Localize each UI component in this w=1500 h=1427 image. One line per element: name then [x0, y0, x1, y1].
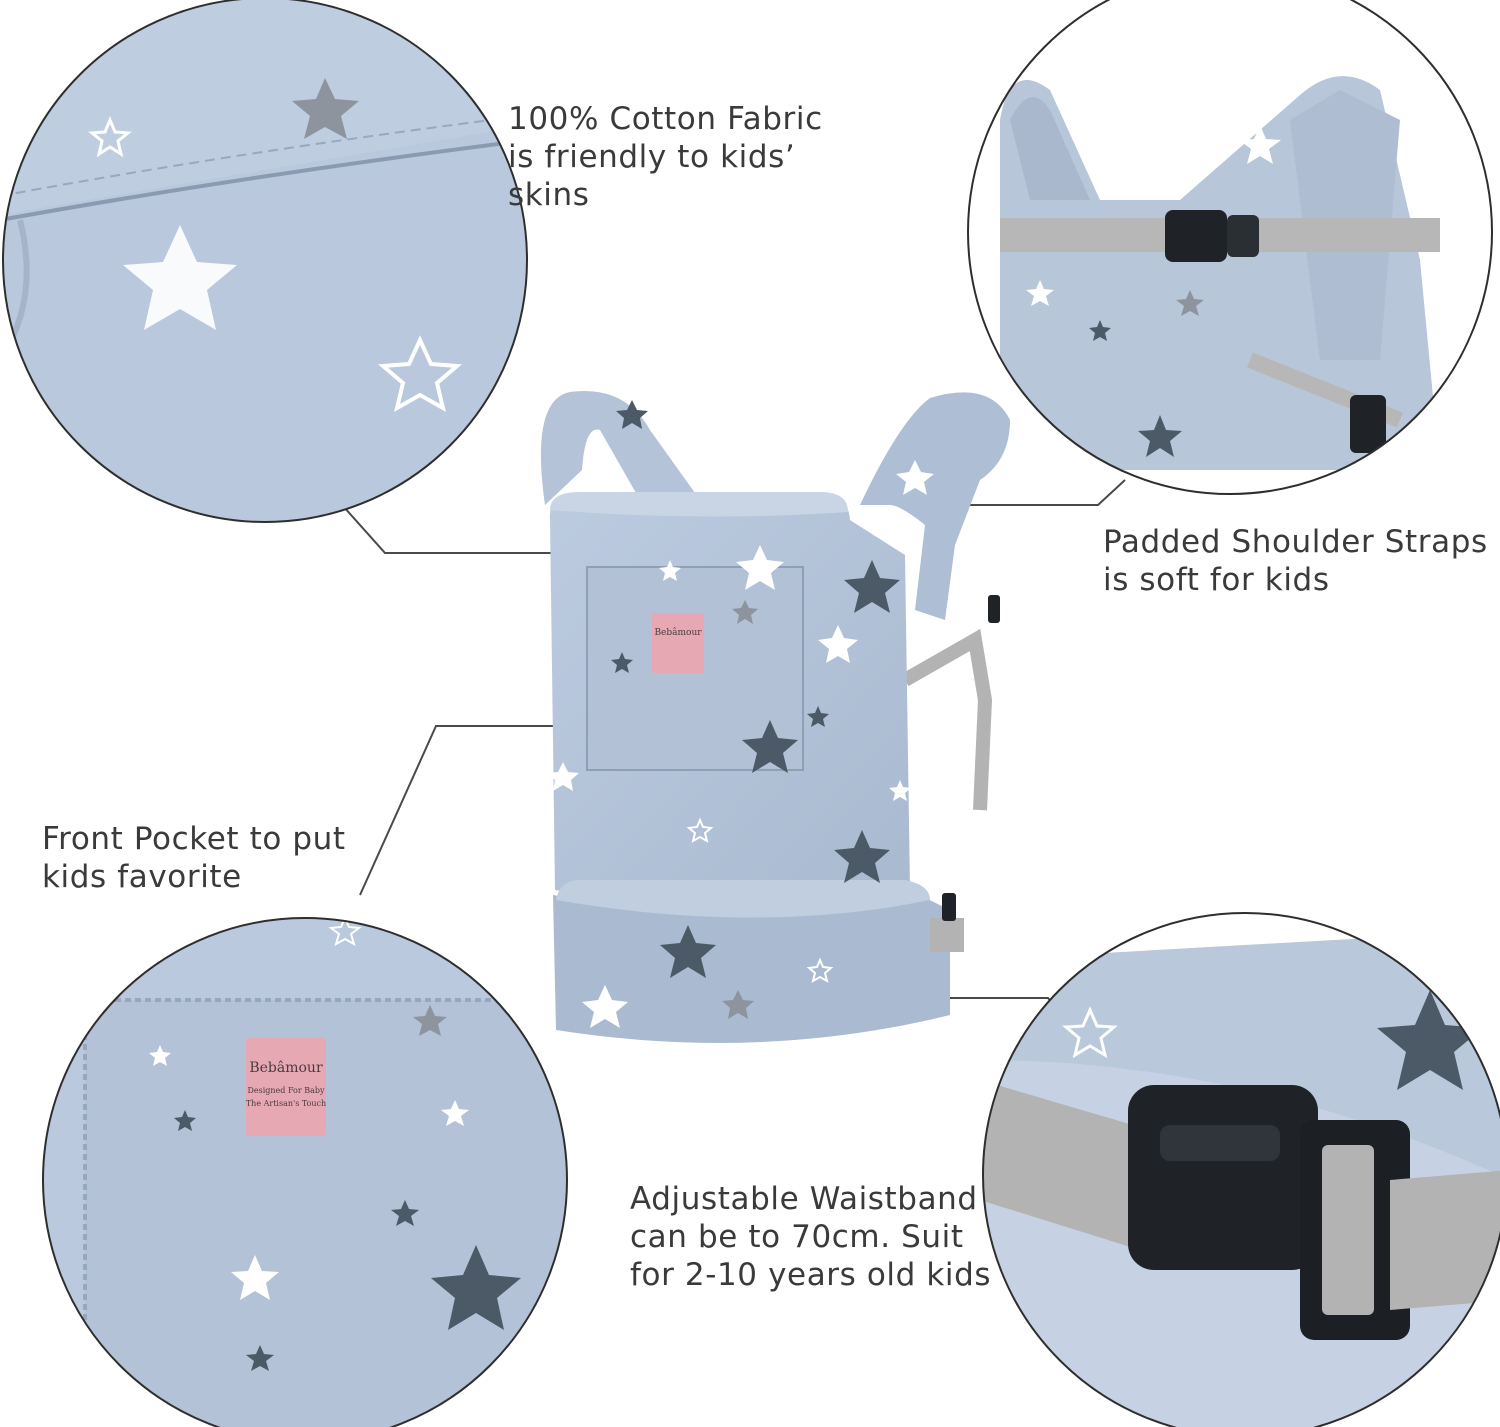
waistband-callout-line-2: can be to 70cm. Suit: [630, 1219, 964, 1255]
fabric-callout-line-3: skins: [508, 177, 590, 213]
pocket-closeup-circle: Bebâmour Designed For Baby The Artisan's…: [42, 917, 568, 1427]
straps-closeup-circle: [967, 0, 1493, 495]
fabric-callout: 100% Cotton Fabric is friendly to kids’ …: [508, 100, 823, 214]
straps-callout-line-1: Padded Shoulder Straps: [1103, 524, 1488, 560]
waistband-callout-line-1: Adjustable Waistband: [630, 1181, 978, 1217]
star-white-icon: [123, 225, 237, 330]
pocket-callout-line-1: Front Pocket to put: [42, 821, 346, 857]
brand-label-text: Bebâmour: [249, 1060, 323, 1076]
waistband-closeup-circle: [982, 912, 1500, 1427]
buckle-icon: [1128, 1085, 1318, 1270]
doll-carrier-product: Bebâmour: [540, 391, 1010, 1043]
star-outline-icon: [88, 116, 132, 158]
carrier-brand-text: Bebâmour: [654, 627, 702, 638]
star-outline-icon: [378, 335, 462, 413]
fabric-callout-line-2: is friendly to kids’: [508, 139, 796, 175]
straps-callout-line-2: is soft for kids: [1103, 562, 1330, 598]
star-pattern: [547, 400, 934, 1028]
fabric-closeup-circle: [2, 0, 528, 523]
pocket-callout-line-2: kids favorite: [42, 859, 242, 895]
pocket-callout: Front Pocket to put kids favorite: [42, 820, 346, 896]
svg-text:The Artisan's Touch: The Artisan's Touch: [246, 1099, 326, 1108]
waistband-callout-line-3: for 2-10 years old kids: [630, 1257, 992, 1293]
straps-callout: Padded Shoulder Straps is soft for kids: [1103, 523, 1488, 599]
waistband-callout: Adjustable Waistband can be to 70cm. Sui…: [630, 1180, 991, 1294]
fabric-callout-line-1: 100% Cotton Fabric: [508, 101, 823, 137]
star-gray-icon: [292, 78, 359, 139]
svg-text:Designed For Baby: Designed For Baby: [247, 1086, 325, 1095]
